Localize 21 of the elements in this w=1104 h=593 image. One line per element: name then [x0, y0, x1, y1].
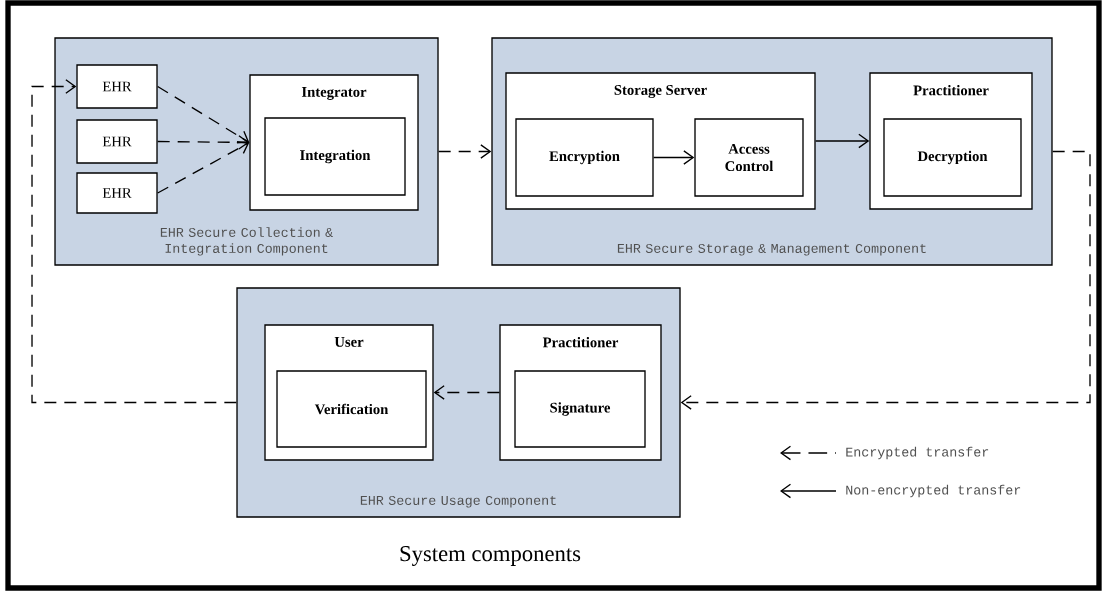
process-box: EHR — [76, 172, 158, 214]
process-box: EHR — [76, 119, 158, 164]
process-box: Signature — [514, 370, 646, 448]
process-box: Verification — [276, 370, 427, 448]
process-box: Decryption — [883, 118, 1022, 197]
arrow — [157, 135, 250, 150]
arrow — [680, 150, 1091, 410]
arrow — [815, 133, 870, 149]
arrow — [653, 150, 695, 165]
process-box: EHR — [76, 64, 158, 109]
arrow — [157, 85, 250, 144]
arrow — [438, 144, 492, 159]
legend-text: Encrypted transfer — [846, 446, 989, 460]
arrow — [157, 141, 250, 194]
process-box: Access Control — [694, 118, 804, 197]
caption: System components — [400, 546, 581, 566]
process-box: Encryption — [515, 118, 654, 197]
arrow — [433, 385, 500, 400]
process-box: Integration — [264, 117, 406, 196]
legend-text: Non-encrypted transfer — [846, 484, 1021, 498]
arrow — [31, 79, 237, 404]
